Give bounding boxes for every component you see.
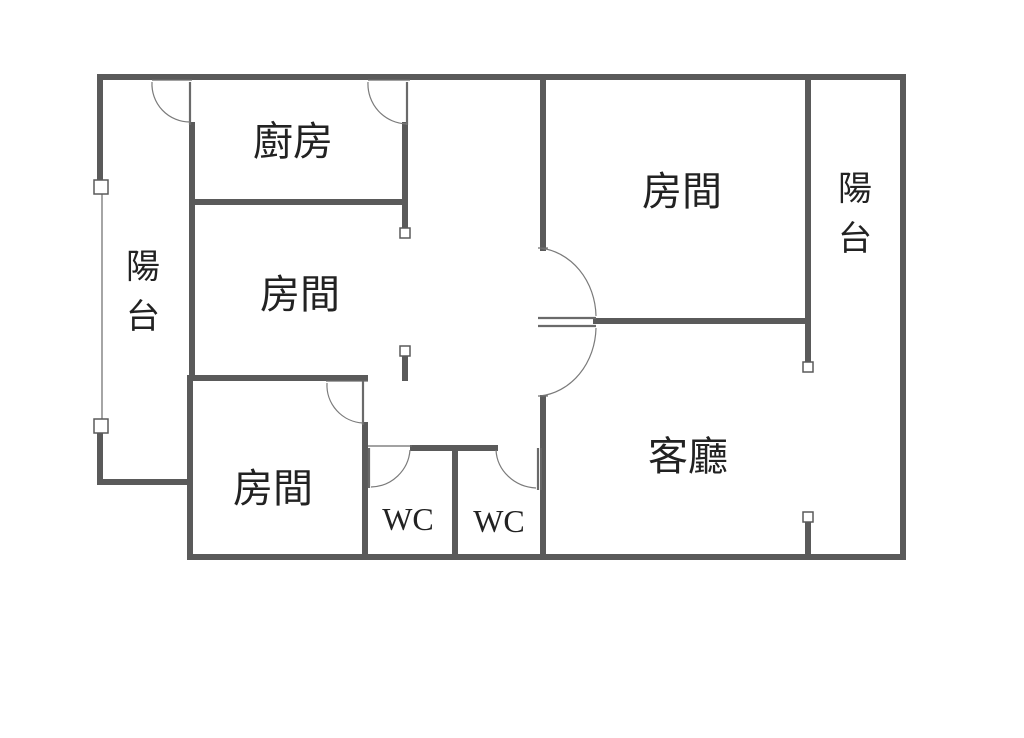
- door-kitchen: [367, 79, 410, 125]
- living-room-label: 客廳: [648, 434, 728, 480]
- room-upper-right-label: 房間: [642, 169, 722, 215]
- door-balcony-left: [151, 79, 192, 125]
- room-labels: 廚房 房間 房間 房間 客廳 WC WC 陽 台 陽 台: [126, 119, 872, 539]
- balcony-right-label-1: 陽: [838, 169, 872, 209]
- interior-walls: [189, 74, 811, 560]
- door-lower-left-room: [326, 380, 368, 425]
- balcony-left-label-2: 台: [126, 297, 160, 337]
- room-middle-left-label: 房間: [260, 272, 340, 318]
- door-wc-right: [495, 448, 542, 490]
- exterior-walls: [97, 74, 906, 560]
- balcony-left-label-1: 陽: [126, 247, 160, 287]
- kitchen-label: 廚房: [253, 119, 333, 165]
- door-wc-left: [367, 445, 412, 488]
- wall-posts: [93, 179, 814, 523]
- doors: [151, 79, 597, 490]
- door-double-center: [538, 247, 597, 397]
- wc-left-label: WC: [382, 501, 434, 537]
- room-lower-left-label: 房間: [233, 466, 313, 512]
- wc-right-label: WC: [473, 503, 525, 539]
- balcony-right-label-2: 台: [838, 219, 872, 259]
